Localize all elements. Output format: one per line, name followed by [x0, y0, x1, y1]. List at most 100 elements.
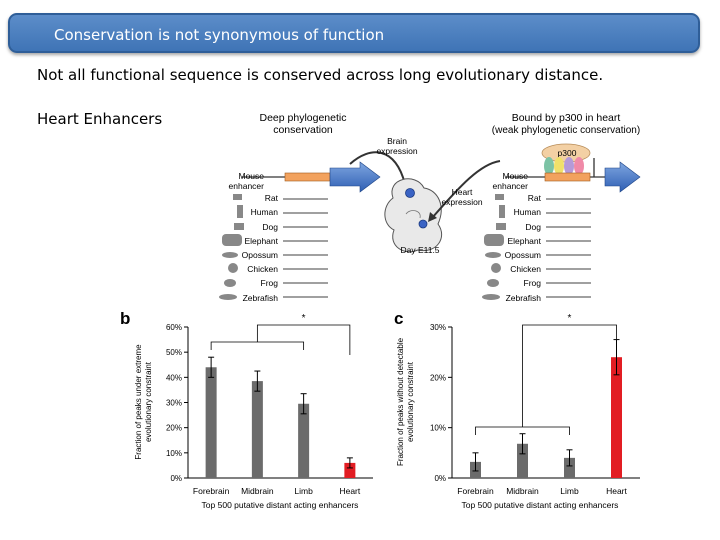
heart-label-1: Heart	[452, 187, 473, 197]
category-label-c: Forebrain	[457, 486, 494, 496]
svg-text:Zebrafish: Zebrafish	[243, 293, 279, 303]
left-arrow	[329, 161, 381, 193]
category-label-b: Midbrain	[241, 486, 274, 496]
significance-marker-c: *	[568, 313, 572, 324]
bar-c	[517, 443, 528, 478]
y-axis-label-b-1: Fraction of peaks under extreme	[134, 344, 143, 460]
right-arrow	[604, 161, 641, 193]
species-row: Dog	[234, 222, 328, 232]
right-species-list: Rat Human Dog Elephant Opossum Chicken F…	[482, 193, 591, 303]
y-tick-label-b: 10%	[166, 449, 182, 458]
svg-text:Elephant: Elephant	[244, 236, 278, 246]
category-label-c: Limb	[560, 486, 579, 496]
species-row: Rat	[233, 193, 328, 203]
category-label-b: Heart	[339, 486, 360, 496]
species-row: Opossum	[485, 250, 591, 260]
species-row: Chicken	[228, 263, 328, 274]
bar-b	[205, 367, 217, 478]
panel-label-b: b	[120, 309, 130, 328]
bar-chart-c: c Fraction of peaks without detectable e…	[394, 309, 640, 510]
svg-text:Elephant: Elephant	[507, 236, 541, 246]
species-row: Human	[499, 205, 591, 218]
category-label-c: Midbrain	[506, 486, 539, 496]
species-row: Rat	[495, 193, 591, 203]
brain-arrow	[349, 151, 406, 185]
species-row: Elephant	[484, 234, 591, 246]
group-bracket-b	[210, 341, 305, 350]
species-row: Chicken	[491, 263, 591, 274]
embryo-illustration	[384, 178, 443, 253]
category-label-b: Forebrain	[193, 486, 230, 496]
significance-bracket-b	[256, 324, 351, 355]
bar-c	[564, 457, 575, 478]
left-enhancer-label-2: enhancer	[229, 181, 265, 191]
svg-text:Opossum: Opossum	[242, 250, 278, 260]
x-axis-label-b: Top 500 putative distant acting enhancer…	[202, 500, 359, 510]
x-axis-label-c: Top 500 putative distant acting enhancer…	[462, 500, 619, 510]
slide-title: Conservation is not synonymous of functi…	[54, 26, 385, 44]
species-row: Frog	[224, 278, 328, 288]
svg-text:Zebrafish: Zebrafish	[506, 293, 542, 303]
p300-label: p300	[558, 148, 577, 158]
species-row: Zebrafish	[219, 293, 328, 303]
y-tick-label-c: 0%	[434, 474, 446, 483]
left-species-list: Rat Human Dog Elephant Opossum Chicken F…	[219, 193, 328, 303]
y-tick-label-b: 60%	[166, 323, 182, 332]
svg-text:Human: Human	[514, 207, 542, 217]
right-title-1: Bound by p300 in heart	[512, 112, 621, 124]
right-enhancer-box	[544, 172, 591, 182]
significance-bracket-c	[522, 324, 617, 427]
brain-label-2: expression	[376, 146, 417, 156]
section-label: Heart Enhancers	[37, 110, 163, 128]
svg-text:Human: Human	[251, 207, 279, 217]
svg-text:Frog: Frog	[261, 278, 279, 288]
svg-text:Dog: Dog	[262, 222, 278, 232]
y-tick-label-b: 40%	[166, 373, 182, 382]
transcription-factors	[544, 157, 584, 175]
figure-panel-a: Deep phylogenetic conservation Bound by …	[219, 112, 641, 303]
heart-arrow	[431, 160, 501, 219]
left-enhancer-label-1: Mouse	[238, 171, 264, 181]
right-enhancer-label-1: Mouse	[502, 171, 528, 181]
slide-subtitle: Not all functional sequence is conserved…	[37, 66, 604, 84]
left-title-2: conservation	[273, 124, 333, 136]
panel-label-c: c	[394, 309, 403, 328]
left-title-1: Deep phylogenetic	[260, 112, 347, 124]
bar-c	[611, 357, 622, 478]
right-title-2: (weak phylogenetic conservation)	[492, 125, 640, 136]
left-enhancer-box	[284, 172, 331, 182]
brain-label-1: Brain	[387, 136, 407, 146]
embryo-day-label: Day E11.5	[400, 245, 439, 255]
svg-text:Rat: Rat	[265, 193, 279, 203]
y-tick-label-c: 30%	[430, 323, 446, 332]
species-row: Zebrafish	[482, 293, 591, 303]
category-label-b: Limb	[294, 486, 313, 496]
heart-label-2: expression	[441, 197, 482, 207]
y-axis-label-c-2: evolutionary constraint	[406, 361, 415, 442]
bar-b	[344, 462, 356, 478]
svg-text:Frog: Frog	[524, 278, 542, 288]
species-row: Dog	[496, 222, 591, 232]
species-row: Elephant	[222, 234, 328, 246]
species-row: Opossum	[222, 250, 328, 260]
title-banner: Conservation is not synonymous of functi…	[8, 13, 700, 53]
y-axis-label-b-2: evolutionary constraint	[144, 361, 153, 442]
species-row: Frog	[487, 278, 591, 288]
bar-chart-b: b Fraction of peaks under extreme evolut…	[120, 309, 373, 510]
svg-text:Chicken: Chicken	[247, 264, 278, 274]
svg-text:Dog: Dog	[525, 222, 541, 232]
y-tick-label-c: 20%	[430, 373, 446, 382]
y-tick-label-b: 20%	[166, 424, 182, 433]
species-row: Human	[237, 205, 328, 218]
y-tick-label-b: 0%	[170, 474, 182, 483]
right-enhancer-label-2: enhancer	[493, 181, 529, 191]
y-axis-label-c-1: Fraction of peaks without detectable	[396, 337, 405, 466]
y-tick-label-b: 30%	[166, 399, 182, 408]
bar-b	[251, 381, 263, 478]
svg-text:Rat: Rat	[528, 193, 542, 203]
category-label-c: Heart	[606, 486, 627, 496]
y-tick-label-b: 50%	[166, 348, 182, 357]
bar-b	[298, 403, 310, 478]
svg-text:Chicken: Chicken	[510, 264, 541, 274]
significance-marker-b: *	[302, 313, 306, 324]
